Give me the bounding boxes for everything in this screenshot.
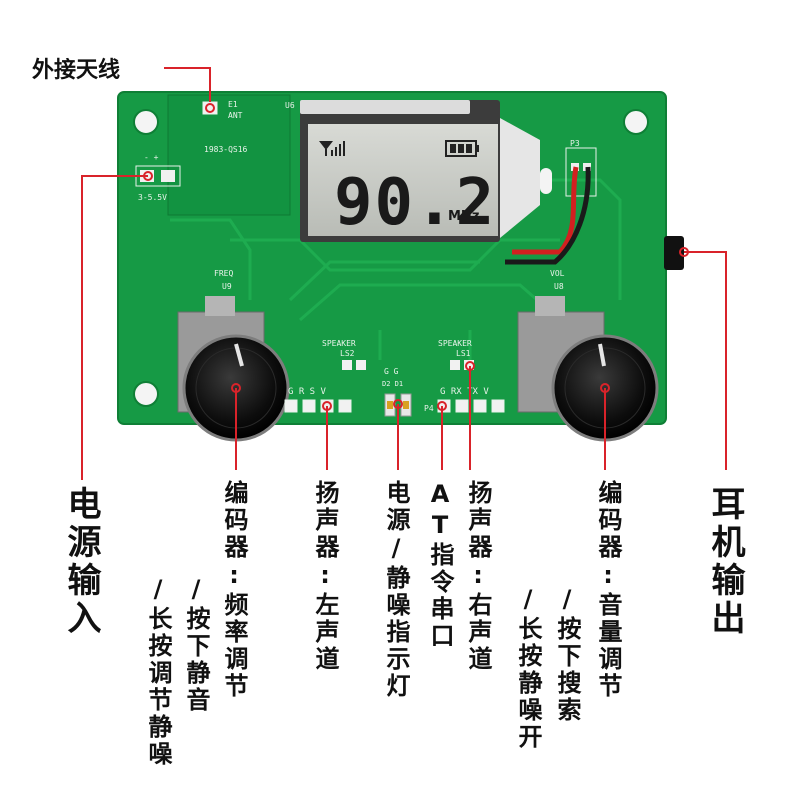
pcb-right-pins: G RX TX V — [440, 387, 489, 397]
pcb-u8: U8 — [554, 282, 564, 291]
antenna-label: 外接天线 — [32, 58, 121, 83]
left-speaker-pads — [342, 360, 366, 370]
right-speaker-pads — [450, 360, 474, 370]
pcb-freq: FREQ — [214, 269, 233, 278]
freq-encoder-sub1: /按下静音 — [182, 575, 210, 714]
pcb-range: 3-5.5V — [138, 193, 167, 202]
pcb-p3: P3 — [570, 139, 580, 148]
pcb-led-ids: D2 D1 — [382, 380, 403, 388]
vol-encoder-sub1: /按下搜索 — [553, 585, 581, 724]
lcd-frequency: 90.2 — [334, 166, 496, 240]
rf-module — [167, 94, 291, 216]
pcb-u9: U9 — [222, 282, 232, 291]
wire-black — [505, 166, 591, 265]
power-led-label: 电源/静噪指示灯 — [382, 480, 410, 700]
vol-encoder-sub2: /长按静噪开 — [514, 585, 542, 751]
pcb-speaker-left: SPEAKER — [322, 339, 356, 348]
speaker-right-label: 扬声器:右声道 — [464, 480, 492, 673]
pcb-led-pins: G G — [384, 367, 399, 376]
power-input-label: 电源输入 — [61, 486, 101, 638]
power-pad-pos — [161, 170, 175, 182]
wire-red — [512, 166, 579, 255]
earphone-jack — [664, 236, 684, 270]
pcb-polarity: - + — [144, 153, 159, 162]
lcd-unit: MHz — [448, 209, 479, 224]
pcb-p4: P4 — [424, 404, 434, 413]
callout-lines — [81, 67, 727, 480]
freq-encoder-label: 编码器:频率调节 — [220, 480, 248, 700]
pcb-speaker-right: SPEAKER — [438, 339, 472, 348]
freq-encoder-sub2: /长按调节静噪 — [144, 575, 172, 768]
earphone-label: 耳机输出 — [705, 486, 745, 638]
speaker-left-label: 扬声器:左声道 — [311, 480, 339, 673]
pcb-ant: ANT — [228, 111, 243, 120]
pcb-left-pins: G R S V — [288, 387, 327, 397]
pcb-vol: VOL — [550, 269, 565, 278]
pcb-u6: U6 — [285, 101, 295, 110]
battery-icon — [445, 140, 479, 157]
pcb-e1: E1 — [228, 100, 238, 109]
pcb-ls1: LS1 — [456, 349, 471, 358]
pcb-module: 1983-QS16 — [204, 145, 248, 154]
vol-encoder-label: 编码器:音量调节 — [594, 480, 622, 700]
signal-icon — [319, 141, 345, 156]
pcb-ls2: LS2 — [340, 349, 355, 358]
lcd-screen — [308, 124, 498, 236]
at-serial-label: AT指令串口 — [426, 480, 454, 650]
